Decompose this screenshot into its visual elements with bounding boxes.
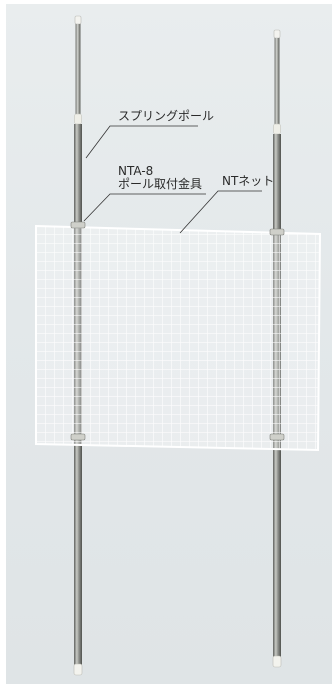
leader-lines [83, 125, 262, 234]
leader-line-net [179, 190, 262, 234]
left-pole-spring-joint [74, 113, 82, 125]
left-pole-top-cap [74, 15, 82, 25]
bracket-right-bottom [269, 433, 285, 441]
right-pole-bottom-cap [272, 655, 282, 668]
leader-line-spring-pole [85, 125, 198, 159]
pole-brackets [70, 221, 285, 441]
right-pole-upper-section [274, 38, 280, 127]
leader-line-bracket [83, 193, 206, 222]
net-frame [35, 224, 322, 452]
right-pole-top-cap [273, 29, 281, 39]
left-pole-upper-section [75, 24, 81, 117]
bracket-left-top [70, 221, 86, 229]
label-bracket-name: ポール取付金具 [118, 177, 203, 191]
bracket-right-top [269, 228, 285, 236]
bracket-left-bottom [70, 433, 86, 441]
right-pole-spring-joint [273, 123, 281, 135]
label-net: NTネット [222, 174, 275, 188]
net-panel [35, 224, 322, 452]
net-grid [36, 226, 320, 450]
left-pole-bottom-cap [73, 663, 83, 676]
label-bracket-model: NTA-8 [118, 164, 154, 178]
label-spring-pole: スプリングポール [118, 109, 215, 123]
